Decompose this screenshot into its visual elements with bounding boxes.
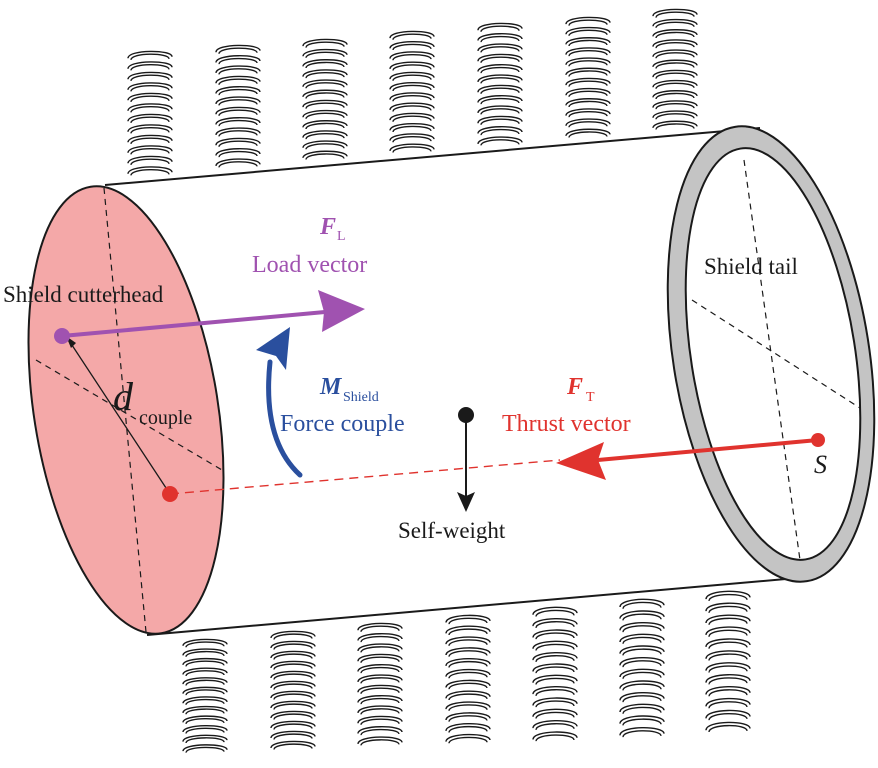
spring-coil — [477, 22, 523, 146]
spring-coil — [127, 50, 173, 176]
cylinder-bottom-edge — [146, 577, 798, 636]
moment-symbol: M — [319, 374, 343, 400]
load-vector-shaft — [61, 310, 326, 338]
s-point-dot — [811, 433, 825, 447]
springs-top — [127, 8, 698, 176]
tail-label: Shield tail — [704, 254, 798, 279]
thrust-symbol: F — [566, 374, 583, 400]
spring-coil — [270, 630, 316, 750]
self-weight-label: Self-weight — [398, 518, 506, 543]
spring-coil — [389, 30, 435, 153]
thrust-vector-head — [556, 442, 606, 480]
shield-tail-ring — [666, 125, 876, 583]
spring-coil — [705, 590, 751, 733]
force-couple-label: Force couple — [280, 411, 405, 437]
thrust-vector-shaft — [597, 438, 819, 462]
spring-coil — [182, 638, 228, 754]
springs-bottom — [182, 590, 751, 754]
cutterhead-center-point — [54, 328, 70, 344]
d-symbol: d — [113, 374, 134, 419]
thrust-subscript: T — [586, 390, 595, 405]
moment-arc — [266, 359, 303, 478]
moment-arrowhead — [256, 327, 290, 370]
spring-coil — [215, 44, 261, 168]
cylinder-top-edge — [104, 127, 761, 186]
spring-coil — [619, 598, 665, 738]
load-vector-label: Load vector — [252, 252, 367, 278]
spring-coil — [357, 622, 403, 746]
d-subscript: couple — [139, 407, 192, 429]
load-subscript: L — [337, 229, 346, 244]
spring-coil — [652, 8, 698, 130]
cutterhead-label: Shield cutterhead — [3, 282, 164, 307]
thrust-axis — [169, 459, 561, 495]
spring-coil — [532, 606, 578, 742]
self-weight-arrowhead — [457, 492, 475, 512]
s-point-label: S — [814, 450, 827, 479]
spring-coil — [445, 614, 491, 744]
load-symbol: F — [319, 214, 336, 240]
load-vector-head — [318, 290, 365, 332]
thrust-vector-label: Thrust vector — [502, 411, 631, 437]
shield-cutterhead-face — [27, 185, 225, 635]
couple-point-dot — [162, 486, 178, 502]
spring-coil — [565, 16, 611, 138]
moment-subscript: Shield — [343, 390, 379, 405]
d-couple-line — [65, 335, 171, 495]
spring-coil — [302, 38, 348, 160]
